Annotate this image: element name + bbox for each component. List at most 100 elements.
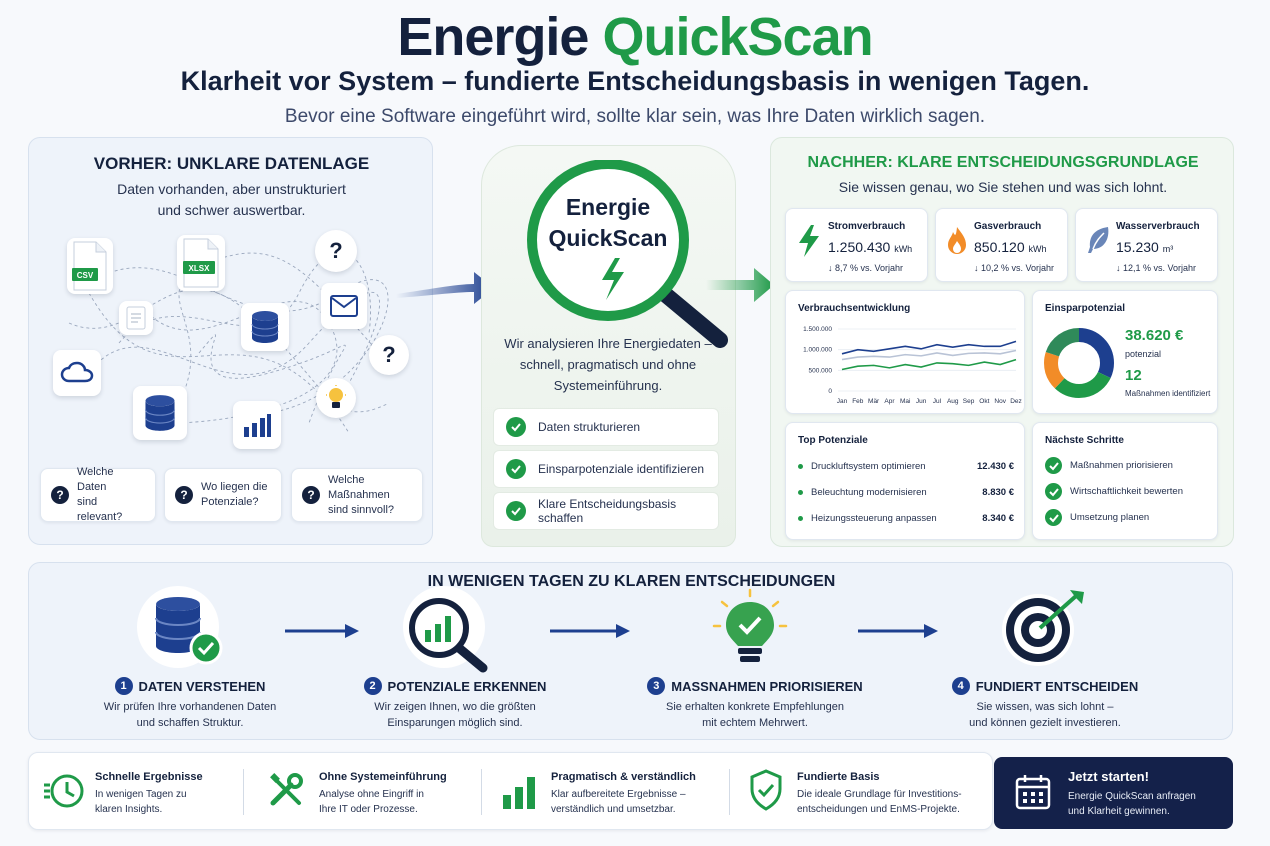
feature-desc-line1: Analyse ohne Eingriff in — [319, 789, 424, 800]
before-text-line2: und schwer auswertbar. — [157, 202, 306, 218]
potential-value: 8.340 € — [982, 513, 1014, 524]
arrow-right-icon — [285, 624, 359, 638]
check-icon — [506, 459, 526, 479]
series-line-2 — [841, 349, 1017, 361]
center-step-3-label: Klare Entscheidungsbasis schaffen — [538, 497, 677, 525]
step-title: FUNDIERT ENTSCHEIDEN — [975, 678, 1139, 694]
kpi-unit: m³ — [1162, 244, 1174, 254]
check-icon — [1045, 457, 1062, 474]
kpi-card-strom: Stromverbrauch 1.250.430 kWh ↓ 8,7 % vs.… — [785, 208, 928, 282]
kpi-unit: kWh — [1028, 244, 1047, 254]
feature-title: Schnelle Ergebnisse — [95, 771, 203, 783]
x-tick-label: Nov — [994, 398, 1006, 405]
center-text-line2: schnell, pragmatisch und ohne — [519, 357, 697, 372]
center-step-2: Einsparpotenziale identifizieren — [493, 450, 719, 488]
next-step-row: Wirtschaftlichkeit bewerten — [1045, 483, 1183, 500]
flame-icon — [948, 227, 966, 254]
feature-2: Ohne Systemeinführung Analyse ohne Eingr… — [319, 771, 447, 817]
feature-4: Fundierte Basis Die ideale Grundlage für… — [797, 771, 962, 817]
potential-value: 12.430 € — [977, 461, 1014, 472]
kpi-delta: ↓ 8,7 % vs. Vorjahr — [828, 263, 904, 273]
question-2-line2: Potenziale? — [201, 496, 259, 508]
series-line-1 — [841, 340, 1017, 355]
center-step-1: Daten strukturieren — [493, 408, 719, 446]
lightbulb-check-icon — [712, 588, 788, 662]
savings-card: Einsparpotenzial 38.620 € potenzial 12 M… — [1032, 290, 1218, 414]
title-part-energie: Energie — [397, 7, 589, 67]
database-icon — [241, 303, 289, 351]
y-tick-label: 1.500.000 — [803, 326, 832, 333]
center-step-2-label: Einsparpotenziale identifizieren — [538, 462, 705, 476]
question-icon: ? — [51, 486, 69, 504]
before-panel: VORHER: UNKLARE DATENLAGE Daten vorhande… — [28, 137, 433, 545]
feature-title: Pragmatisch & verständlich — [551, 771, 696, 783]
step-title: DATEN VERSTEHEN — [138, 678, 266, 694]
cta-line2: und Klarheit gewinnen. — [1068, 806, 1170, 817]
next-step-label: Umsetzung planen — [1070, 512, 1150, 523]
kpi-value: 15.230 — [1116, 239, 1159, 255]
kpi-delta: ↓ 10,2 % vs. Vorjahr — [974, 263, 1055, 273]
shield-check-icon — [750, 769, 782, 811]
feature-title: Fundierte Basis — [797, 771, 880, 783]
feature-desc-line2: klaren Insights. — [95, 804, 163, 815]
clock-icon — [44, 774, 84, 808]
feature-desc-line1: Die ideale Grundlage für Investitions- — [797, 789, 962, 800]
divider — [729, 769, 730, 815]
savings-amount-label: potenzial — [1125, 349, 1162, 359]
cta-line1: Energie QuickScan anfragen — [1068, 791, 1196, 802]
donut-slice-3 — [1044, 328, 1114, 398]
kpi-title: Stromverbrauch — [828, 221, 906, 232]
database-icon-2 — [133, 386, 187, 440]
top-potentials-title: Top Potenziale — [798, 435, 868, 446]
next-step-label: Wirtschaftlichkeit bewerten — [1070, 486, 1183, 497]
step-title: POTENZIALE ERKENNEN — [387, 678, 547, 694]
feature-desc-line1: Klar aufbereitete Ergebnisse – — [551, 789, 686, 800]
y-tick-label: 0 — [828, 388, 832, 395]
kpi-value: 1.250.430 — [828, 239, 891, 255]
top-potentials-card: Top Potenziale Druckluftsystem optimiere… — [785, 422, 1025, 540]
next-steps-card: Nächste Schritte Maßnahmen priorisieren … — [1032, 422, 1218, 540]
x-tick-label: Okt — [979, 398, 989, 405]
csv-label: CSV — [77, 271, 94, 280]
tools-icon — [270, 773, 303, 806]
x-tick-label: Mai — [900, 398, 910, 405]
x-tick-label: Apr — [884, 398, 895, 405]
measures-count: 12 — [1125, 367, 1142, 384]
check-icon — [506, 417, 526, 437]
x-tick-label: Feb — [852, 398, 864, 405]
x-tick-label: Jul — [933, 398, 942, 405]
next-step-row: Umsetzung planen — [1045, 509, 1149, 526]
center-text: Wir analysieren Ihre Energiedaten – schn… — [488, 333, 728, 396]
kpi-card-wasser: Wasserverbrauch 15.230 m³ ↓ 12,1 % vs. V… — [1075, 208, 1218, 282]
feature-desc-line2: verständlich und umsetzbar. — [551, 804, 676, 815]
bar-chart-icon — [233, 401, 281, 449]
potential-label: Heizungssteuerung anpassen — [811, 513, 937, 524]
after-text: Sie wissen genau, wo Sie stehen und was … — [838, 179, 1168, 195]
divider — [481, 769, 482, 815]
kpi-unit: kWh — [894, 244, 913, 254]
arrow-right-icon — [858, 624, 938, 638]
after-heading: NACHHER: KLARE ENTSCHEIDUNGSGRUNDLAGE — [807, 154, 1199, 171]
cta-title: Jetzt starten! — [1068, 769, 1149, 784]
cta-button[interactable]: Jetzt starten! Energie QuickScan anfrage… — [994, 757, 1233, 829]
step-desc-line1: Sie erhalten konkrete Empfehlungen — [666, 701, 844, 713]
page-subtitle: Klarheit vor System – fundierte Entschei… — [180, 66, 1090, 96]
lightbulb-icon — [316, 378, 356, 418]
center-text-line3: Systemeinführung. — [553, 378, 663, 393]
step-desc-line2: und können gezielt investieren. — [969, 717, 1121, 729]
lightning-icon — [799, 225, 819, 257]
y-tick-label: 500.000 — [809, 367, 833, 374]
target-icon — [1002, 590, 1084, 666]
x-tick-label: Aug — [947, 398, 959, 405]
question-icon: ? — [302, 486, 320, 504]
kpi-title: Gasverbrauch — [974, 221, 1042, 232]
question-mark-icon: ? — [315, 230, 357, 272]
process-heading: IN WENIGEN TAGEN ZU KLAREN ENTSCHEIDUNGE… — [427, 573, 836, 590]
step-desc-line2: und schaffen Struktur. — [136, 717, 244, 729]
